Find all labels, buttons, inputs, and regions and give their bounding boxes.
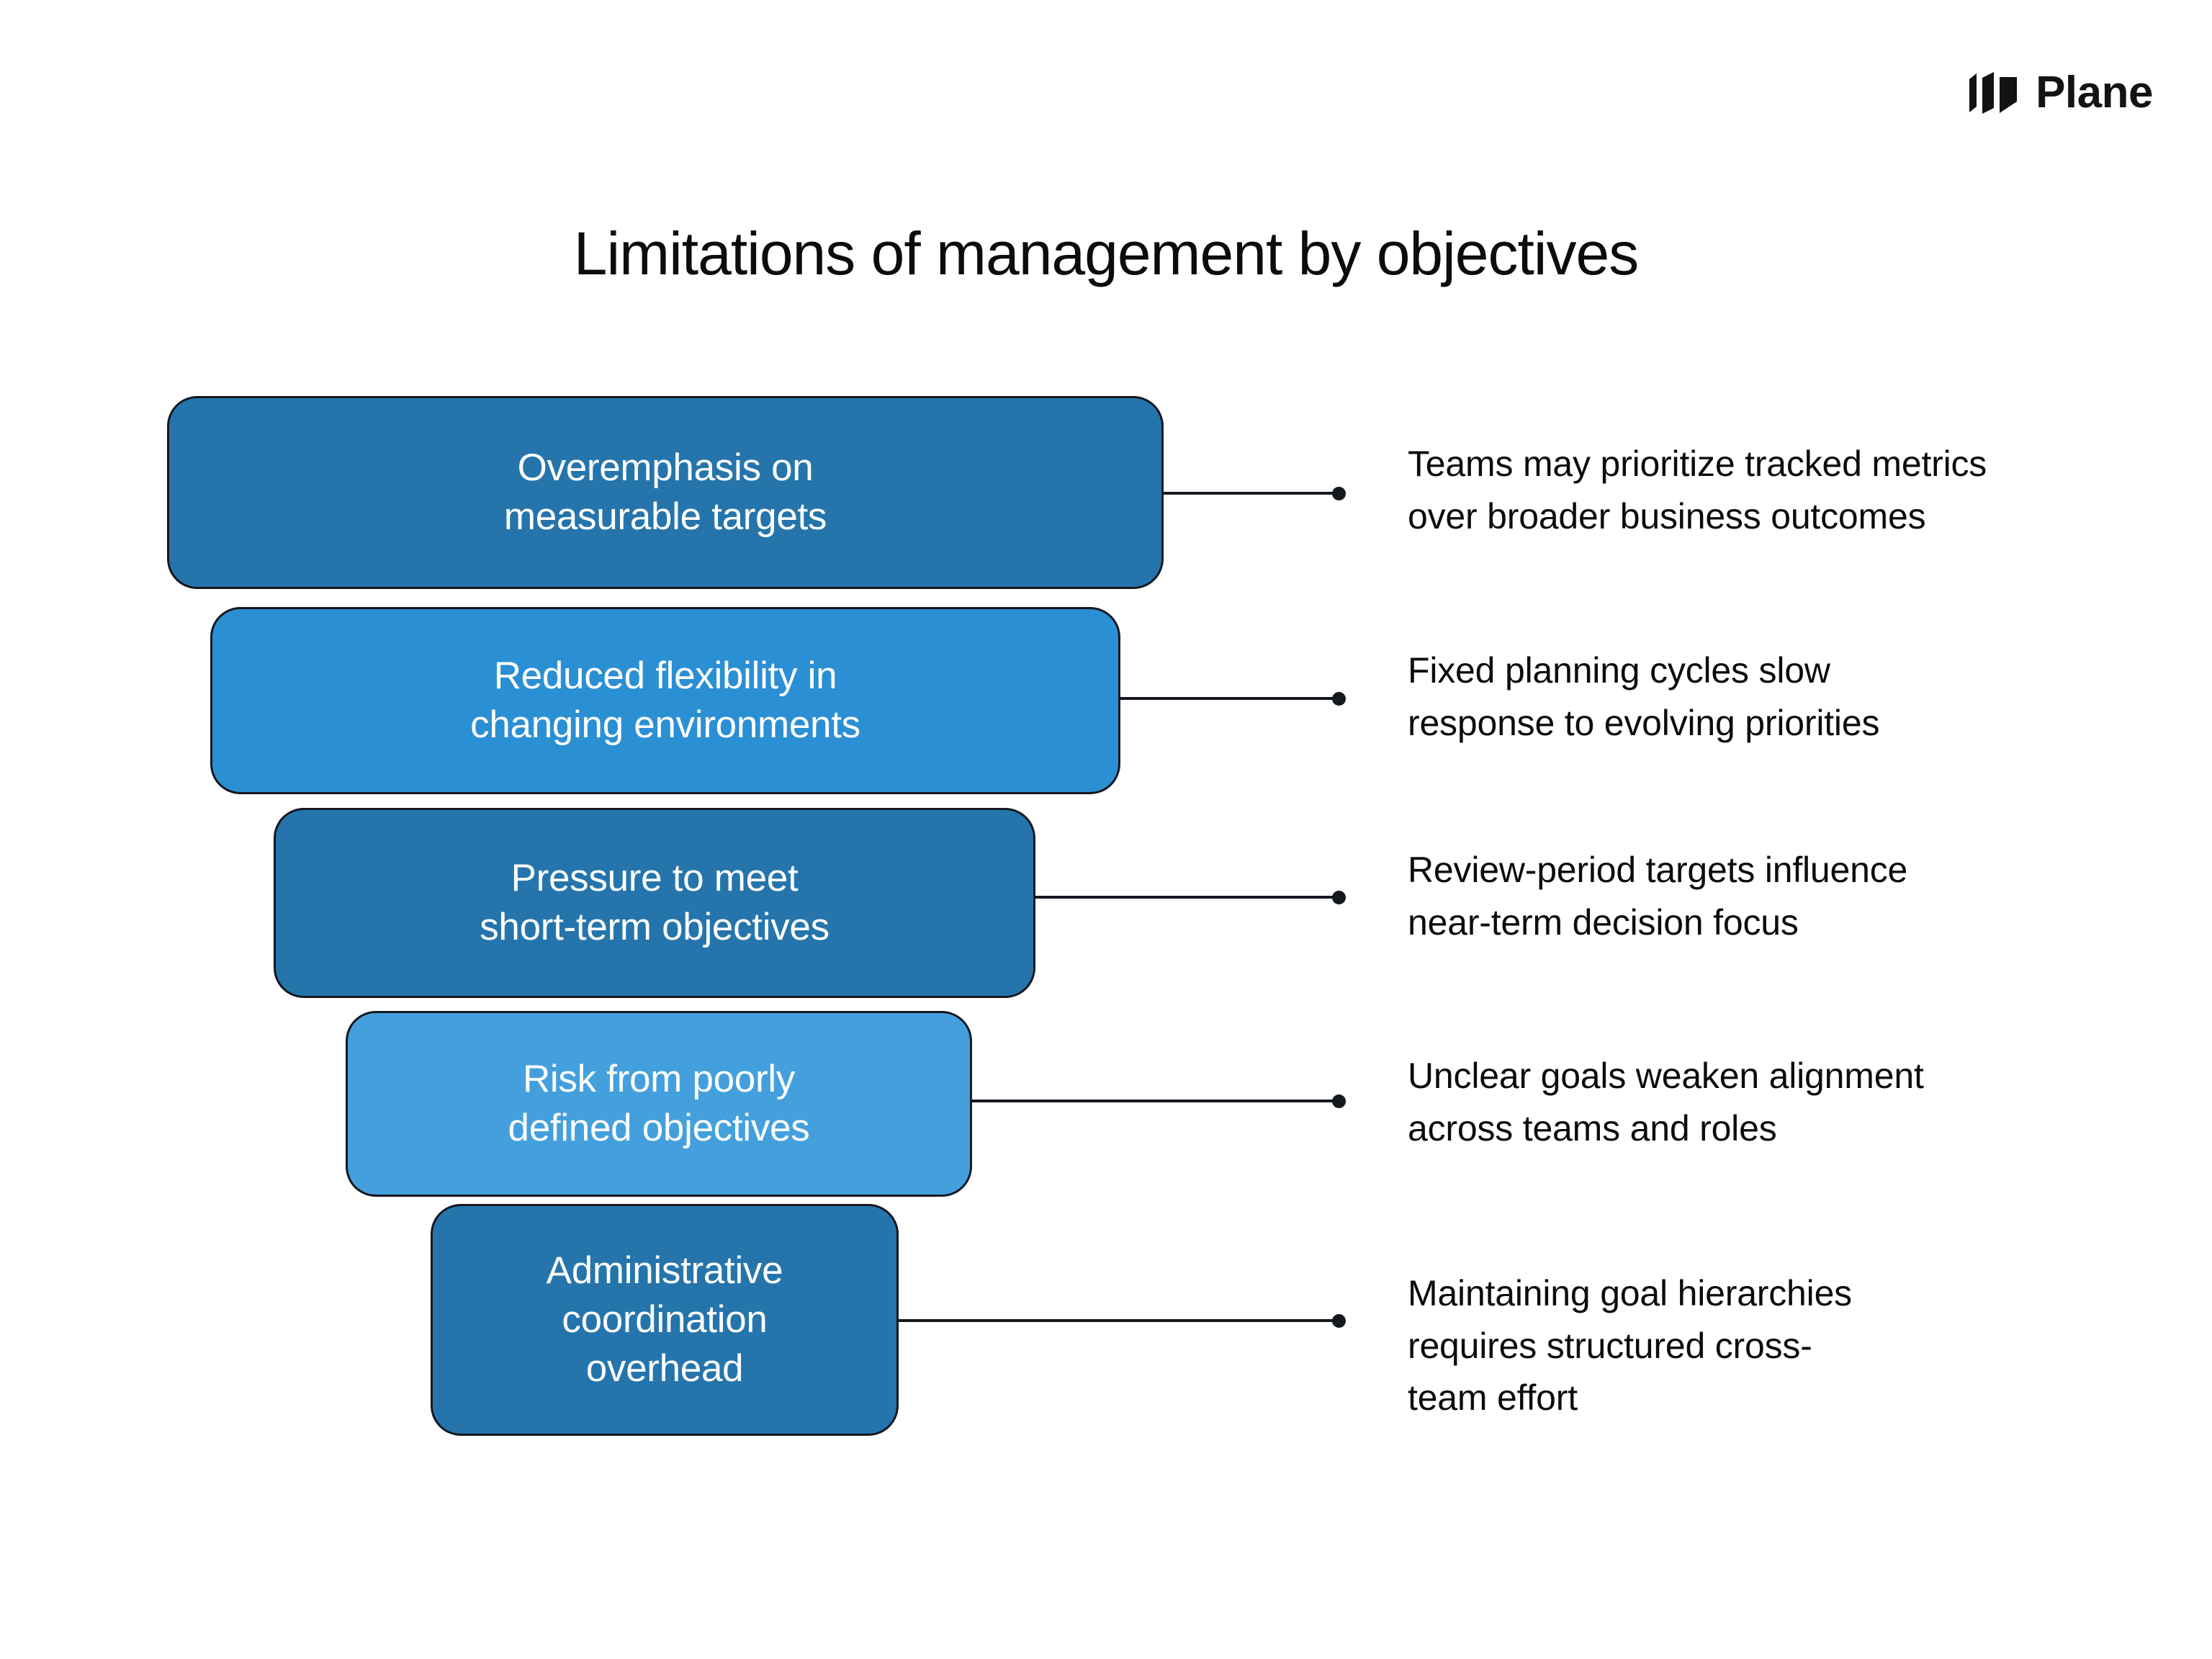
connector-dot-2 <box>1332 692 1346 706</box>
page-title: Limitations of management by objectives <box>573 220 1639 288</box>
brand-logo: Plane <box>1961 69 2153 117</box>
connector-dot-3 <box>1332 891 1346 904</box>
annotation-1: Teams may prioritize tracked metrics ove… <box>1408 444 1987 536</box>
funnel-stage-2[interactable]: Reduced flexibility in changing environm… <box>210 607 1120 794</box>
funnel-stage-3[interactable]: Pressure to meet short-term objectives <box>274 808 1035 998</box>
plane-logo-icon <box>1969 72 2018 114</box>
connector-dot-5 <box>1332 1314 1346 1328</box>
funnel-stage-5[interactable]: Administrative coordination overhead <box>431 1204 899 1436</box>
connector-line-3 <box>1035 896 1339 899</box>
connector-dot-1 <box>1332 487 1346 500</box>
annotation-4: Unclear goals weaken alignment across te… <box>1408 1056 1924 1148</box>
annotation-5: Maintaining goal hierarchies requires st… <box>1408 1273 1852 1418</box>
connector-dot-4 <box>1332 1094 1346 1108</box>
funnel-stage-4[interactable]: Risk from poorly defined objectives <box>346 1011 972 1197</box>
connector-line-5 <box>899 1319 1339 1322</box>
annotation-3: Review-period targets influence near-ter… <box>1408 850 1908 943</box>
funnel-stage-1[interactable]: Overemphasis on measurable targets <box>167 396 1164 589</box>
brand-name: Plane <box>2036 68 2153 117</box>
connector-line-2 <box>1120 697 1339 700</box>
connector-line-1 <box>1164 492 1339 495</box>
annotation-2: Fixed planning cycles slow response to e… <box>1408 650 1880 743</box>
connector-line-4 <box>972 1100 1339 1102</box>
